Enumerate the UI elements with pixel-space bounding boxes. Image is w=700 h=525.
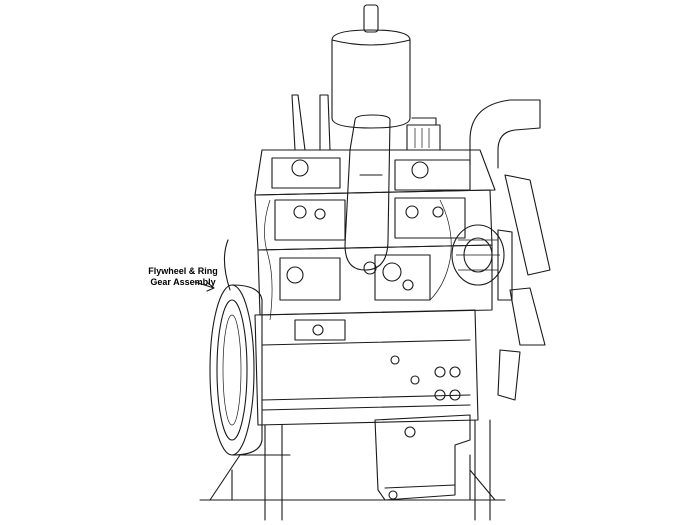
muffler — [331, 4, 411, 129]
engine-block — [257, 244, 493, 316]
oil-pan — [374, 414, 471, 501]
cylinder-head — [254, 149, 496, 196]
oil-filler-cap — [406, 117, 441, 151]
alternator — [451, 224, 505, 286]
lift-brackets — [291, 94, 331, 151]
crankcase — [254, 309, 479, 426]
wiring — [264, 199, 452, 321]
callout-line-2: Gear Assembly — [150, 277, 216, 287]
flywheel-ring-gear — [209, 239, 263, 456]
air-intake-hose — [469, 99, 541, 169]
flywheel-callout-label: Flywheel & Ring Gear Assembly — [128, 266, 238, 288]
callout-line-1: Flywheel & Ring — [148, 266, 218, 276]
engine-stand — [199, 419, 506, 521]
cooling-fan — [497, 174, 551, 401]
callout-leader-line — [194, 281, 215, 292]
intake-manifold — [254, 189, 493, 251]
